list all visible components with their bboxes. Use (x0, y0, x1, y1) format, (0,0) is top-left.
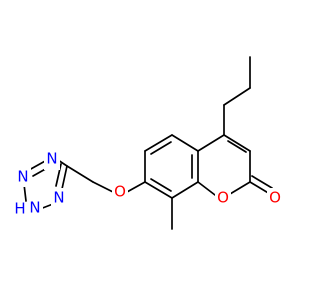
bond-propyl-2 (223, 87, 251, 106)
molecule-diagram: O O O N N N N H (14, 56, 283, 230)
atom-background (44, 150, 60, 170)
atom-background (267, 188, 283, 208)
bond-c7-c8-double (150, 178, 172, 192)
bond-tz-c-n4 (61, 165, 68, 190)
molecule-canvas: O O O N N N N H (14, 56, 283, 230)
atom-n3: N (29, 199, 40, 217)
atom-background (215, 188, 231, 208)
bond-oether-ch2 (92, 181, 114, 193)
bond-c2-carbonyl-2 (251, 175, 273, 189)
atom-o-carbonyl: O (269, 189, 281, 207)
bond-o1-c8a (197, 181, 216, 196)
atom-n3-hydrogen: H (14, 200, 25, 218)
bond-c4-c3-double (227, 140, 247, 153)
atom-background (15, 167, 31, 187)
atom-background (27, 198, 43, 218)
bond-c7-c8 (144, 181, 173, 199)
bond-c5-c6-double (150, 141, 172, 155)
bond-tz-c-n4-double (55, 163, 62, 187)
bond-c2-o1 (229, 181, 251, 195)
bond-c5-c6 (144, 134, 173, 152)
bond-c4-c4a (197, 134, 225, 152)
atom-background (51, 188, 67, 208)
atom-n2: N (17, 168, 28, 186)
atom-background (112, 182, 128, 202)
bond-c7-oether (126, 181, 146, 193)
bond-c4-c3 (223, 134, 251, 152)
atom-n1: N (46, 150, 57, 168)
bond-c2-carbonyl-1 (249, 181, 271, 195)
bond-c4a-c5 (171, 134, 199, 152)
atom-o-ring: O (217, 189, 229, 207)
bond-ch2-ctetrazole (66, 165, 94, 183)
atom-o-ether: O (114, 183, 126, 201)
bond-c8-c8a (171, 181, 199, 199)
atom-n4: N (53, 189, 64, 207)
